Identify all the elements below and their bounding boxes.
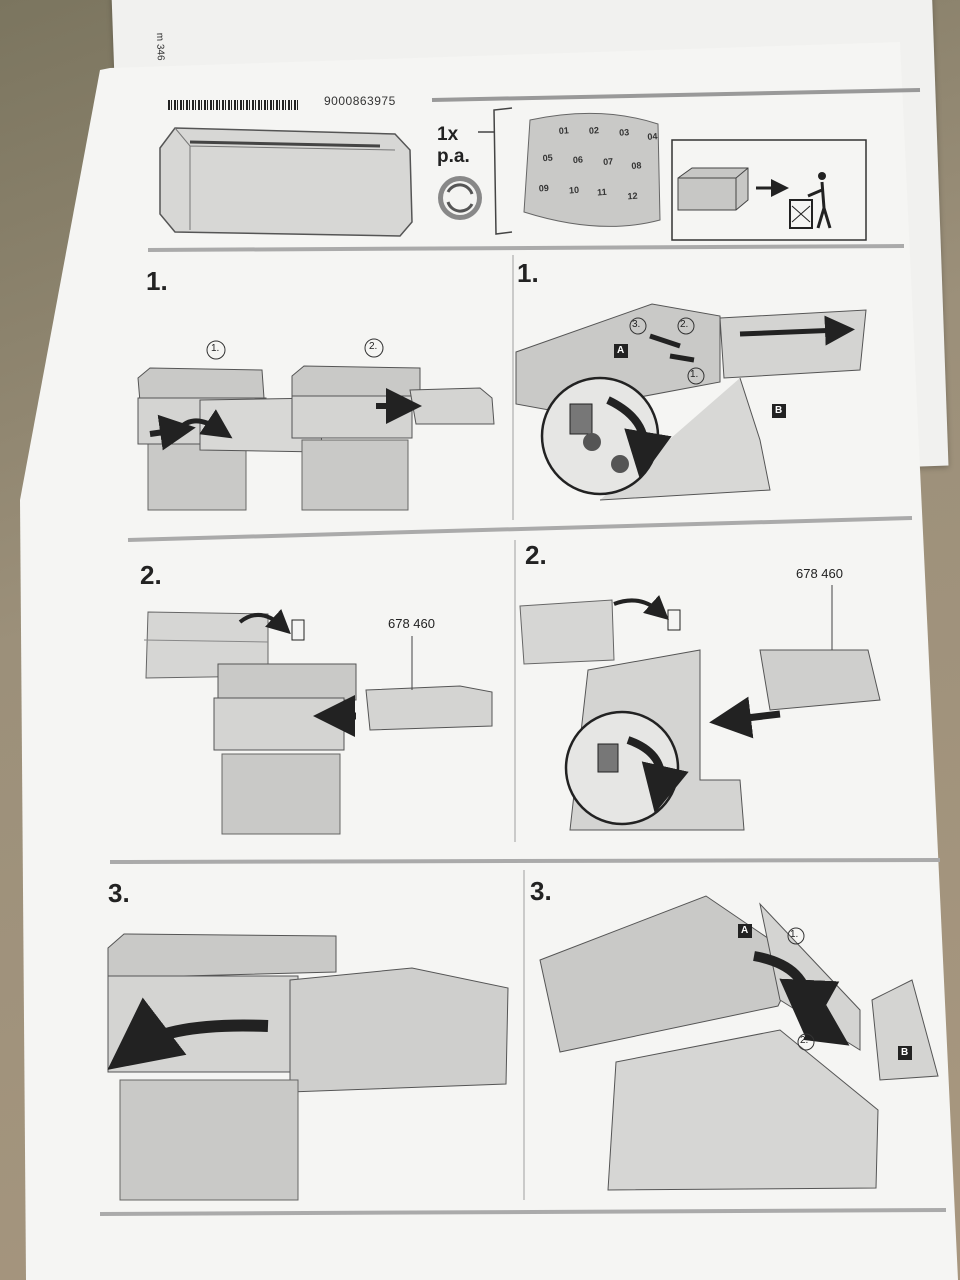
svg-text:08: 08 xyxy=(631,160,642,171)
svg-text:07: 07 xyxy=(603,156,614,167)
filter-model-right: 678 460 xyxy=(796,566,843,581)
package-illustration xyxy=(159,127,413,237)
barcode xyxy=(168,100,298,110)
panel-b-label: B xyxy=(775,405,783,416)
svg-text:09: 09 xyxy=(538,183,549,194)
top-divider xyxy=(431,88,921,102)
step-2-left: 2. xyxy=(140,560,162,590)
svg-text:04: 04 xyxy=(647,131,658,142)
divider-1 xyxy=(147,244,905,252)
divider-4 xyxy=(99,1208,947,1216)
step-2-right: 2. xyxy=(525,540,547,570)
svg-text:11: 11 xyxy=(597,187,607,198)
step-3-left: 3. xyxy=(108,878,130,908)
substep-1-step3-label: 1. xyxy=(790,929,799,940)
step-1-left: 1. xyxy=(146,266,168,296)
panel-b-step3-label: B xyxy=(901,1047,909,1058)
panel-2-right-illustration xyxy=(519,585,881,831)
recycle-icon xyxy=(438,176,482,220)
quantity-unit: p.a. xyxy=(437,146,470,167)
panel-2-left-illustration xyxy=(143,609,493,835)
trash-can-icon xyxy=(789,172,832,229)
substep-1-label: 1. xyxy=(211,343,220,354)
svg-text:12: 12 xyxy=(627,191,638,202)
panel-a-step3-label: A xyxy=(741,925,749,936)
panel-3-right-illustration xyxy=(539,895,939,1191)
svg-text:06: 06 xyxy=(573,154,584,165)
panel-1-right-illustration xyxy=(515,303,867,501)
calendar-sticker-sheet: 01 02 03 04 05 06 07 08 09 10 11 12 xyxy=(523,112,661,227)
step-3-right: 3. xyxy=(530,876,552,906)
part-number: 9000863975 xyxy=(324,94,396,108)
filter-model-left: 678 460 xyxy=(388,616,435,631)
dispose-old-filter-box xyxy=(671,139,867,241)
step-1-right: 1. xyxy=(517,258,539,288)
svg-text:01: 01 xyxy=(558,125,569,136)
bracket xyxy=(493,107,513,235)
svg-text:03: 03 xyxy=(619,127,630,138)
svg-text:10: 10 xyxy=(569,185,580,196)
substep-2-right-label: 2. xyxy=(680,319,689,330)
divider-2 xyxy=(127,516,913,542)
panel-a-label: A xyxy=(617,345,625,356)
quantity-value: 1x xyxy=(437,124,459,145)
substep-2-step3-label: 2. xyxy=(800,1035,809,1046)
panel-3-left-illustration xyxy=(107,933,509,1201)
substep-1-right-label: 1. xyxy=(690,369,699,380)
panel-1-left-illustration xyxy=(137,338,495,511)
svg-text:05: 05 xyxy=(542,153,553,164)
substep-3-right-label: 3. xyxy=(632,319,641,330)
divider-3 xyxy=(109,858,941,864)
svg-text:02: 02 xyxy=(589,125,600,136)
substep-2-label: 2. xyxy=(369,341,378,352)
quantity-label: 1x p.a. xyxy=(437,124,470,168)
